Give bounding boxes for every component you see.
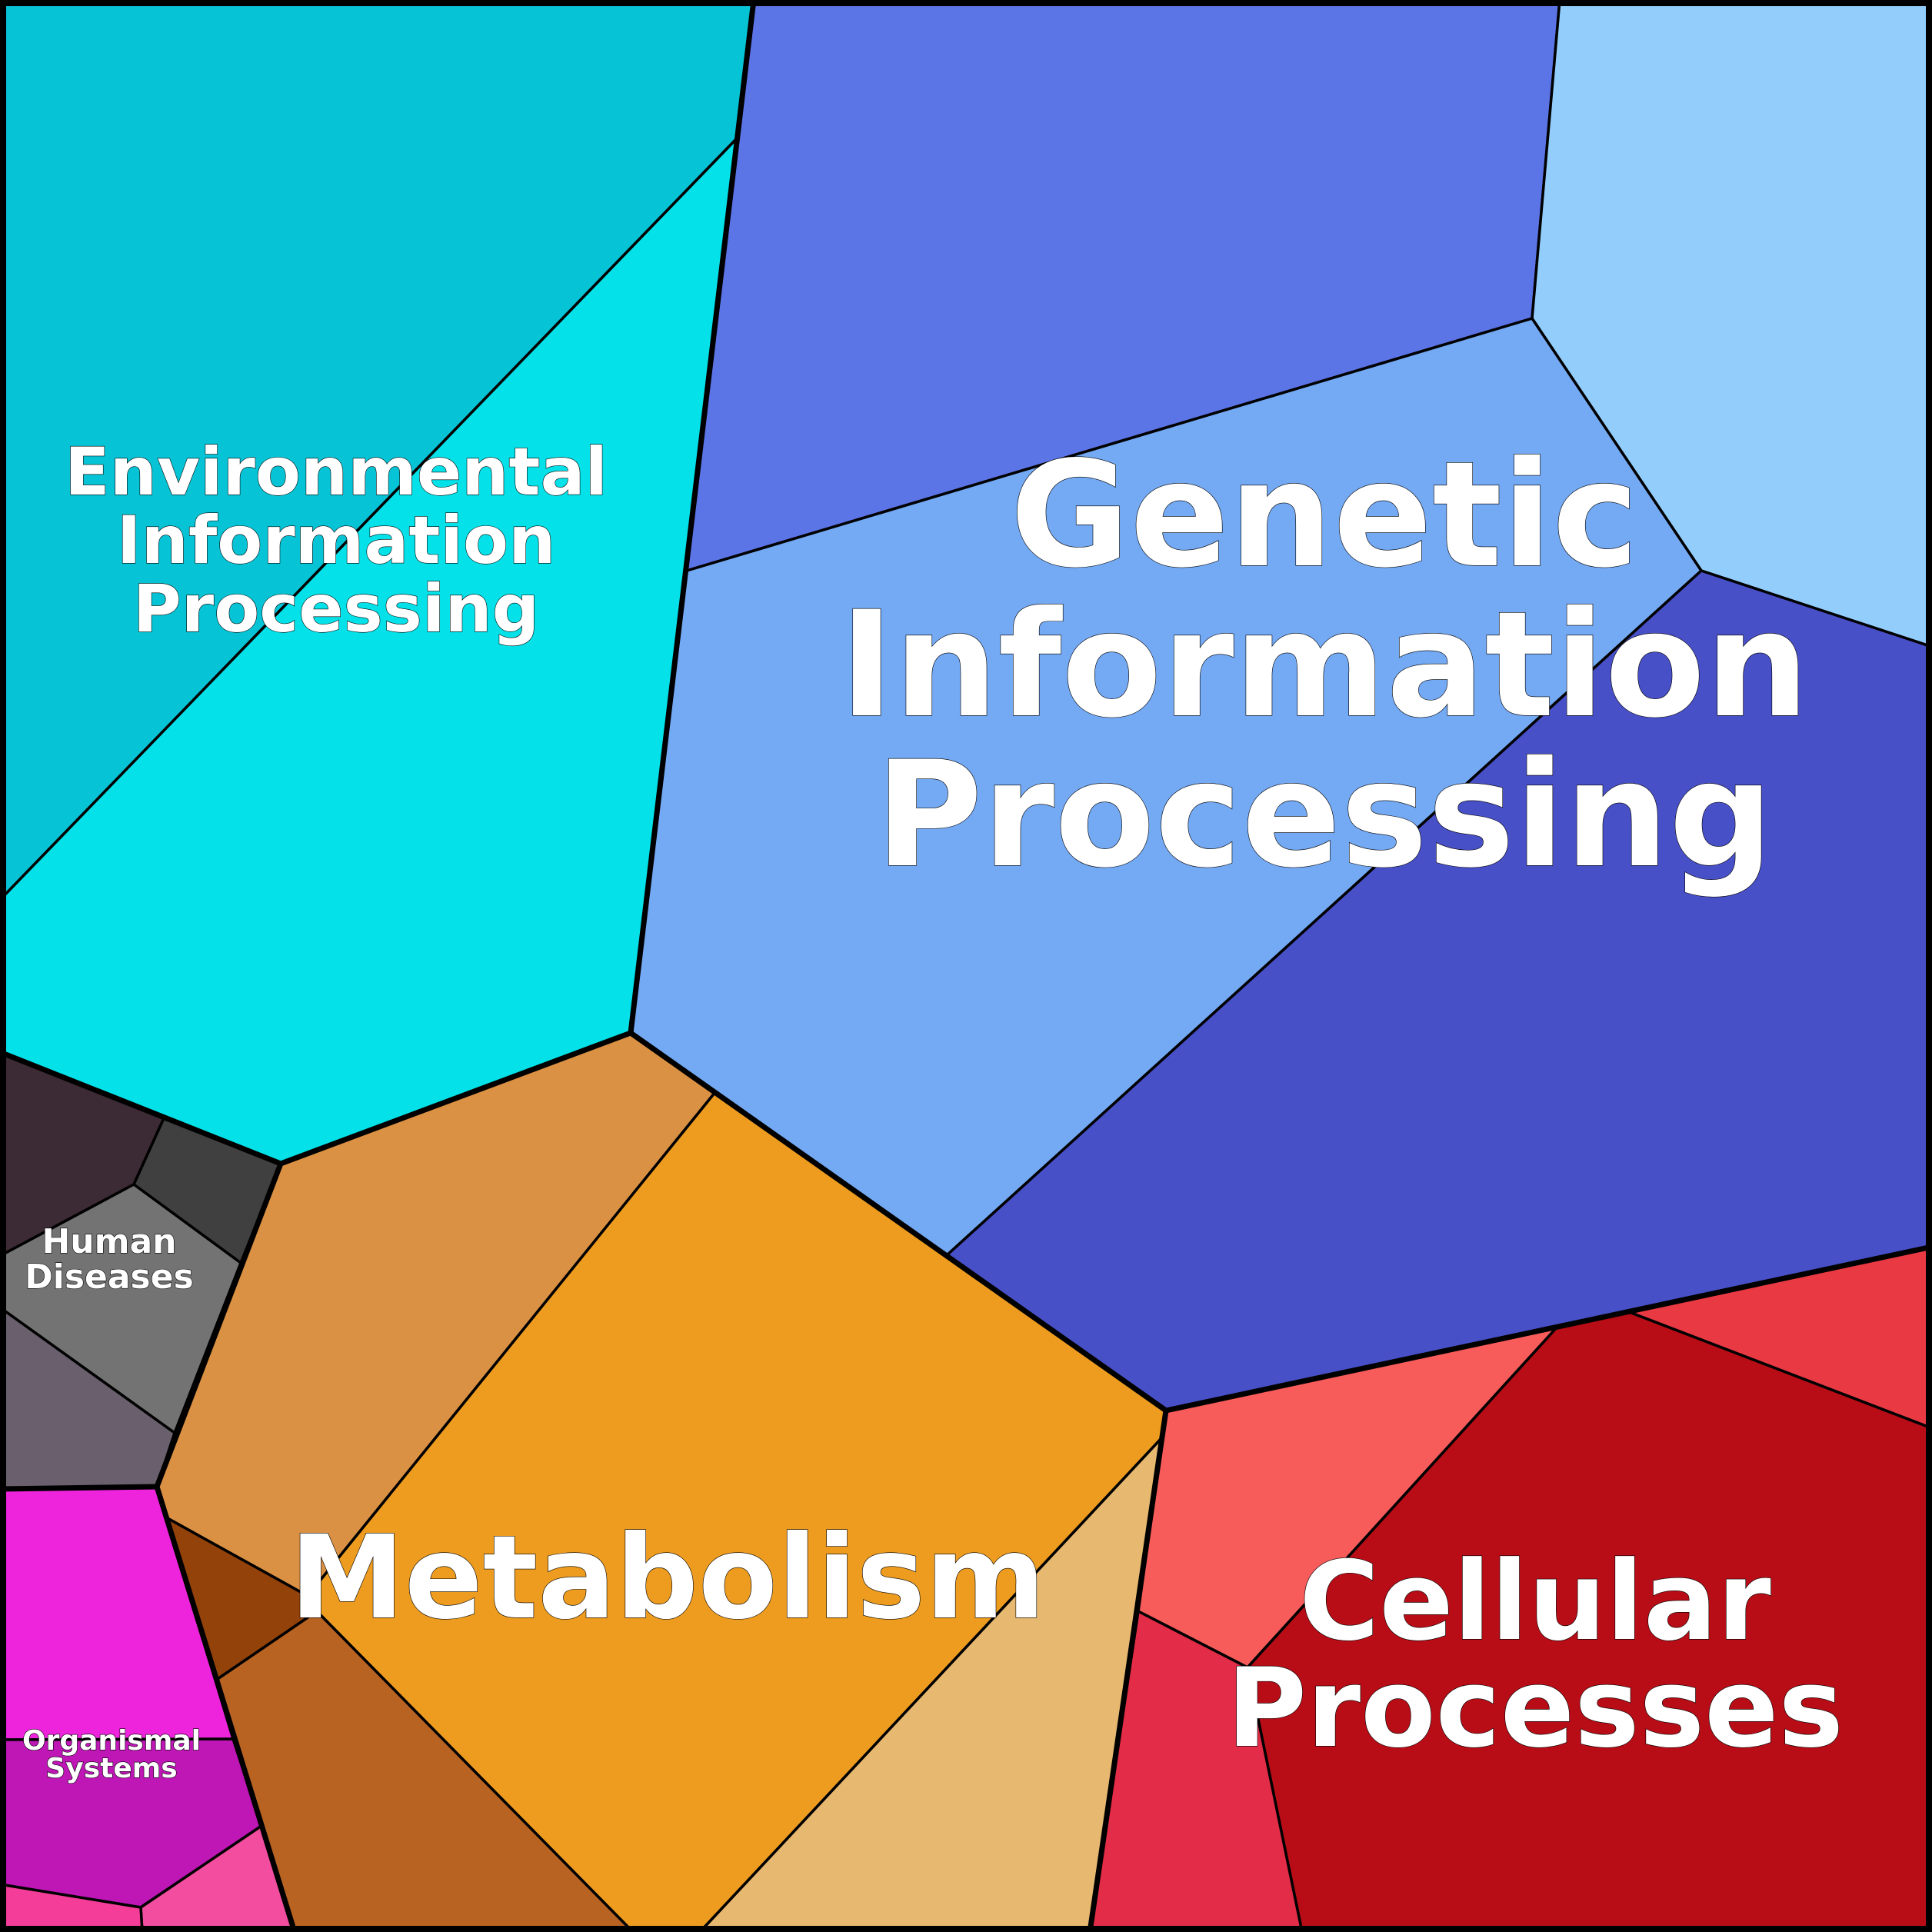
border-human-diseases-organismal [0,1484,158,1492]
border-metabolism-cellular [1087,1410,1169,1932]
label-line: Information [117,502,556,579]
label-line: Metabolism [290,1511,1046,1645]
label-metabolism: Metabolism [290,1511,1046,1645]
label-line: Human [42,1222,176,1261]
group-environmental-information-processing [0,0,755,1165]
border-genetic-metabolism [628,1031,1168,1413]
label-line: Processing [133,571,539,648]
organismal-cell-4 [0,1883,144,1932]
group-cellular-processes [1088,1245,1932,1932]
label-line: Systems [45,1753,177,1784]
border-environmental-genetic [628,0,757,1034]
label-line: Cellular [1299,1538,1770,1665]
group-genetic-information-processing [629,0,1932,1412]
label-line: Processes [1227,1645,1844,1772]
group-metabolism [155,1031,1168,1932]
label-line: Environmental [65,434,608,511]
label-line: Diseases [25,1257,194,1297]
label-line: Information [840,580,1810,750]
label-line: Genetic [1010,430,1639,600]
border-genetic-cellular [1165,1244,1932,1414]
label-line: Processing [875,730,1774,900]
label-line: Organismal [22,1725,201,1757]
